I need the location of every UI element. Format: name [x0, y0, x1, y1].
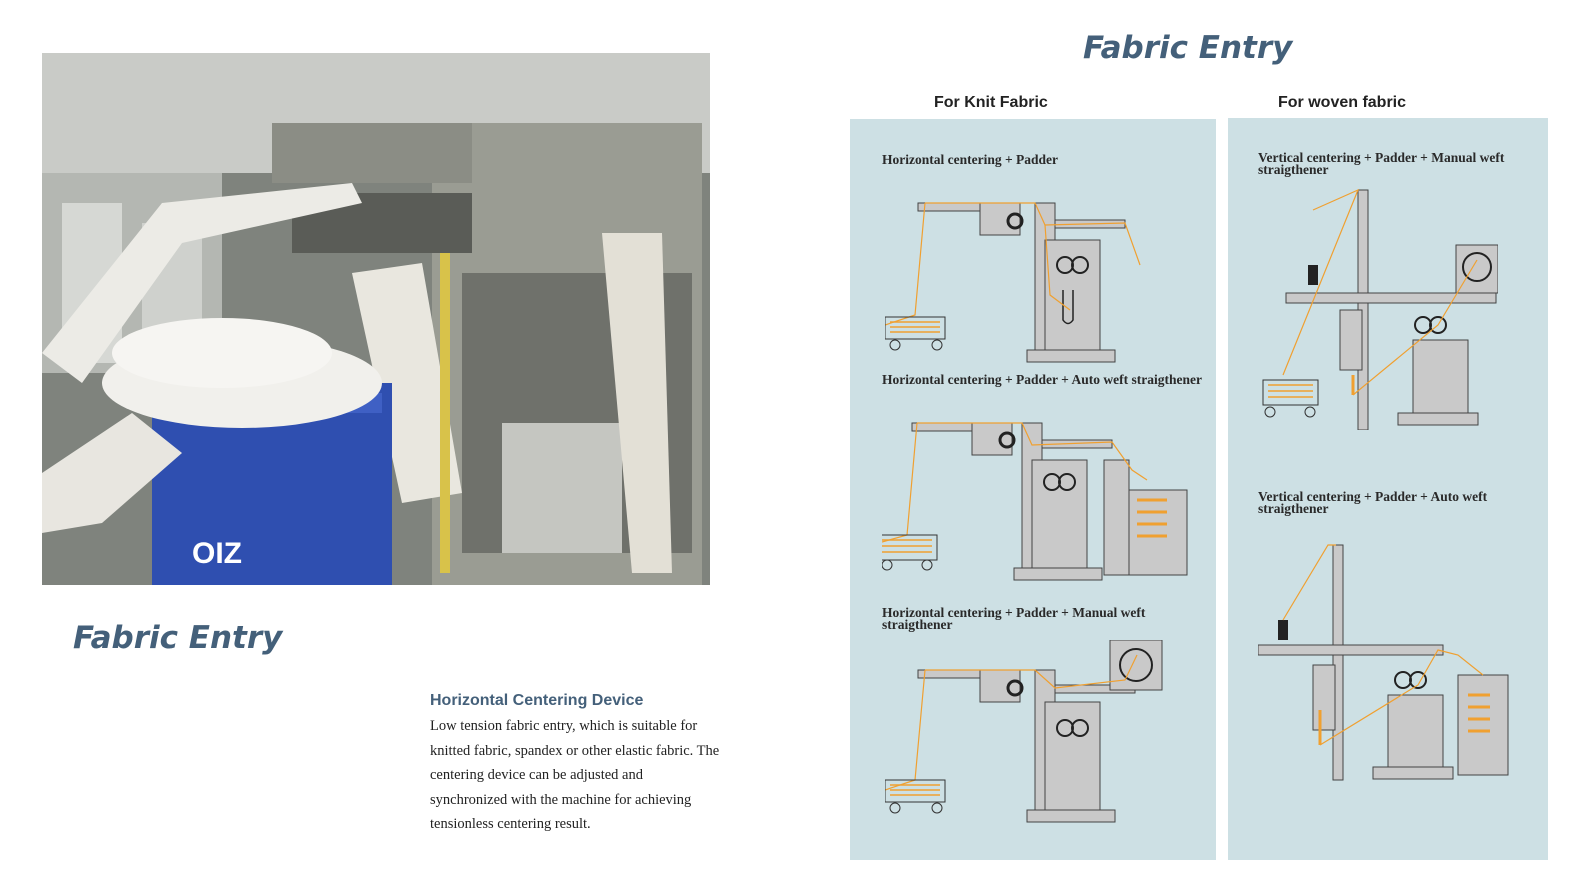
- left-page-title: Fabric Entry: [73, 620, 283, 656]
- woven-diagram-manual-weft: [1258, 185, 1498, 430]
- knit-diagram-manual-weft: [885, 640, 1170, 825]
- woven-caption-2: Vertical centering + Padder + Auto weft …: [1258, 489, 1488, 516]
- knit-heading: For Knit Fabric: [934, 94, 1048, 111]
- woven-caption-1: Vertical centering + Padder + Manual wef…: [1258, 150, 1505, 177]
- woven-diagram-auto-weft: [1258, 535, 1523, 785]
- knit-diagram-padder: [885, 195, 1165, 365]
- box-number: OIZ: [192, 537, 242, 570]
- right-page-title: Fabric Entry: [1083, 30, 1293, 66]
- device-heading: Horizontal Centering Device: [430, 692, 644, 709]
- knit-caption-2: Horizontal centering + Padder + Auto wef…: [882, 372, 1202, 387]
- knit-caption-3: Horizontal centering + Padder + Manual w…: [882, 605, 1146, 632]
- machine-photo: OIZ: [42, 53, 710, 585]
- woven-heading: For woven fabric: [1278, 94, 1407, 111]
- device-description: Low tension fabric entry, which is suita…: [430, 718, 720, 832]
- knit-caption-1: Horizontal centering + Padder: [882, 152, 1059, 167]
- knit-diagram-auto-weft: [882, 420, 1192, 585]
